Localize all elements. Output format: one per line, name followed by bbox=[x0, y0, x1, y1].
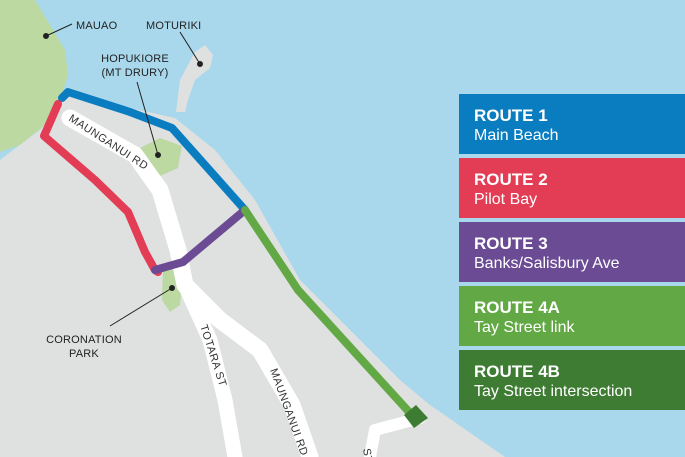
mauao-dot bbox=[43, 33, 49, 39]
road-label-partial-st: ST bbox=[360, 447, 374, 457]
maunganui-rd-south bbox=[176, 276, 319, 457]
legend-route-4a: ROUTE 4A Tay Street link bbox=[459, 286, 685, 346]
leader-lines bbox=[43, 23, 203, 327]
label-moturiki: MOTURIKI bbox=[146, 20, 201, 32]
legend-route-4b-subtitle: Tay Street intersection bbox=[474, 383, 633, 400]
label-hopukiore-line2: (MT DRURY) bbox=[102, 67, 169, 79]
route-4b-marker bbox=[404, 405, 428, 428]
label-coronation-line1: CORONATION bbox=[46, 334, 122, 346]
legend-route-4a-title: ROUTE 4A bbox=[474, 298, 560, 317]
coronation-leader bbox=[109, 287, 173, 327]
hopukiore-leader bbox=[136, 81, 159, 156]
totara-st bbox=[177, 277, 243, 457]
mauao-leader bbox=[45, 23, 73, 37]
legend-route-3-title: ROUTE 3 bbox=[474, 234, 548, 253]
legend-route-4b: ROUTE 4B Tay Street intersection bbox=[459, 350, 685, 410]
legend-route-2: ROUTE 2 Pilot Bay bbox=[459, 158, 685, 218]
peninsula-land bbox=[0, 88, 505, 457]
route-3-line bbox=[151, 206, 249, 274]
route-legend: ROUTE 1 Main Beach ROUTE 2 Pilot Bay ROU… bbox=[459, 94, 685, 414]
legend-route-4b-title: ROUTE 4B bbox=[474, 362, 560, 381]
label-hopukiore-line1: HOPUKIORE bbox=[101, 53, 169, 65]
moturiki-dot bbox=[197, 61, 203, 67]
legend-route-4a-subtitle: Tay Street link bbox=[474, 319, 575, 336]
legend-route-2-title: ROUTE 2 bbox=[474, 170, 548, 189]
legend-route-1: ROUTE 1 Main Beach bbox=[459, 94, 685, 154]
hopukiore-dot bbox=[155, 152, 161, 158]
legend-route-3: ROUTE 3 Banks/Salisbury Ave bbox=[459, 222, 685, 282]
moturiki-island bbox=[176, 45, 213, 112]
legend-route-2-subtitle: Pilot Bay bbox=[474, 191, 538, 208]
label-coronation-line2: PARK bbox=[69, 348, 99, 360]
coronation-dot bbox=[169, 285, 175, 291]
legend-route-1-subtitle: Main Beach bbox=[474, 127, 559, 144]
label-mauao: MAUAO bbox=[76, 20, 118, 32]
moturiki-leader bbox=[179, 31, 201, 65]
legend-route-1-title: ROUTE 1 bbox=[474, 106, 548, 125]
route-4a-line bbox=[241, 206, 414, 417]
route-1-line bbox=[58, 88, 249, 214]
legend-route-3-subtitle: Banks/Salisbury Ave bbox=[474, 255, 620, 272]
